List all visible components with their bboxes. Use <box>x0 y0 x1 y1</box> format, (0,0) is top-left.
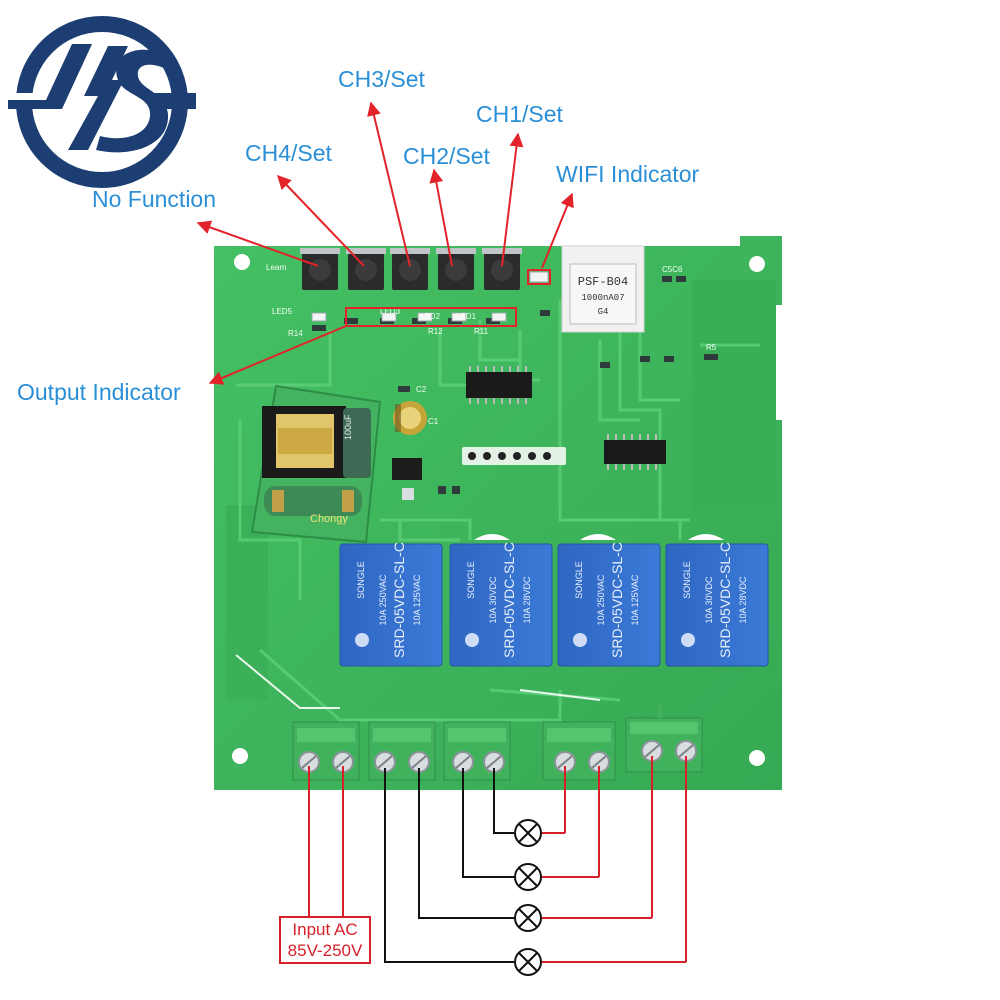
voltage-regulator <box>392 458 422 500</box>
learn-text: Learn <box>266 263 286 272</box>
label-ch2-set: CH2/Set <box>403 143 490 169</box>
relay-2-rating2: 10A 28VDC <box>522 576 532 624</box>
led2-text: LED2 <box>420 312 441 321</box>
module-line1: PSF-B04 <box>578 275 628 289</box>
relay-2-brand: SONGLE <box>466 561 476 599</box>
r5-text: R5 <box>706 343 717 352</box>
cap-value-text: 100uF <box>343 414 353 440</box>
lamp-icon <box>514 863 542 891</box>
label-ch4-set: CH4/Set <box>245 140 332 166</box>
button-no-function[interactable] <box>300 248 340 290</box>
relay <box>474 534 724 540</box>
lamp-icon <box>514 948 542 976</box>
terminal-output-a[interactable] <box>542 721 616 781</box>
c5c6-text: C5C6 <box>662 265 683 274</box>
relay-4-model: SRD-05VDC-SL-C <box>717 542 733 658</box>
button-ch1[interactable] <box>482 248 522 290</box>
mounting-hole <box>232 254 765 766</box>
terminal-blocks <box>292 704 703 781</box>
module-line3: G4 <box>598 307 609 317</box>
relay-1-model: SRD-05VDC-SL-C <box>391 542 407 658</box>
relay-2-rating1: 10A 30VDC <box>488 576 498 624</box>
input-ac-line1: Input AC <box>292 920 358 939</box>
relay-4-brand: SONGLE <box>682 561 692 599</box>
led1-text: LED1 <box>456 312 477 321</box>
relay-1-brand: SONGLE <box>356 561 366 599</box>
terminal-common-a[interactable] <box>368 721 436 781</box>
terminal-common-b[interactable] <box>443 721 511 781</box>
label-wifi-indicator: WIFI Indicator <box>556 161 700 187</box>
led3-text: LED3 <box>380 307 401 316</box>
lamp-icon <box>514 904 542 932</box>
c2-text: C2 <box>416 385 427 394</box>
terminal-output-b[interactable] <box>625 704 703 773</box>
power-module: Chongy 100uF <box>250 384 382 544</box>
lightning-s-logo <box>8 16 196 188</box>
ic-chip <box>466 366 532 404</box>
relay-4-rating1: 10A 30VDC <box>704 576 714 624</box>
label-no-function: No Function <box>92 186 217 212</box>
r12-text: R12 <box>428 327 443 336</box>
ic-chip <box>604 434 666 470</box>
c1-text: C1 <box>428 417 439 426</box>
led5-text: LED5 <box>272 307 293 316</box>
label-ch1-set: CH1/Set <box>476 101 563 127</box>
relay-3-model: SRD-05VDC-SL-C <box>609 542 625 658</box>
relay-4-rating2: 10A 28VDC <box>738 576 748 624</box>
pcb-board: Chongy 100uF PSF-B04 1000nA07 G4 <box>214 236 782 790</box>
cap-brand-text: Chongy <box>310 513 348 525</box>
button-ch2[interactable] <box>436 248 476 290</box>
input-ac-line2: 85V-250V <box>287 941 363 960</box>
header-pads <box>462 447 566 465</box>
r14-text: R14 <box>288 329 303 338</box>
relay-1-rating2: 10A 125VAC <box>412 574 422 625</box>
wifi-module: PSF-B04 1000nA07 G4 <box>561 245 645 333</box>
tactile-buttons <box>300 248 522 290</box>
button-ch3[interactable] <box>390 248 430 290</box>
relay-3-rating2: 10A 125VAC <box>630 574 640 625</box>
lamp-icon <box>514 819 542 847</box>
relay-3-rating1: 10A 250VAC <box>596 574 606 625</box>
callout-arrows <box>196 101 574 385</box>
relay-2-model: SRD-05VDC-SL-C <box>501 542 517 658</box>
electrolytic-capacitor <box>393 401 427 435</box>
terminal-input[interactable] <box>292 721 360 781</box>
label-ch3-set: CH3/Set <box>338 66 425 92</box>
input-ac-box: Input AC 85V-250V <box>279 916 371 964</box>
relay-1-rating1: 10A 250VAC <box>378 574 388 625</box>
relay-3-brand: SONGLE <box>574 561 584 599</box>
wiring <box>308 756 687 963</box>
label-output-indicator: Output Indicator <box>17 379 181 405</box>
r11-text: R11 <box>474 327 489 336</box>
module-line2: 1000nA07 <box>581 293 624 303</box>
wiring-common <box>384 768 514 963</box>
